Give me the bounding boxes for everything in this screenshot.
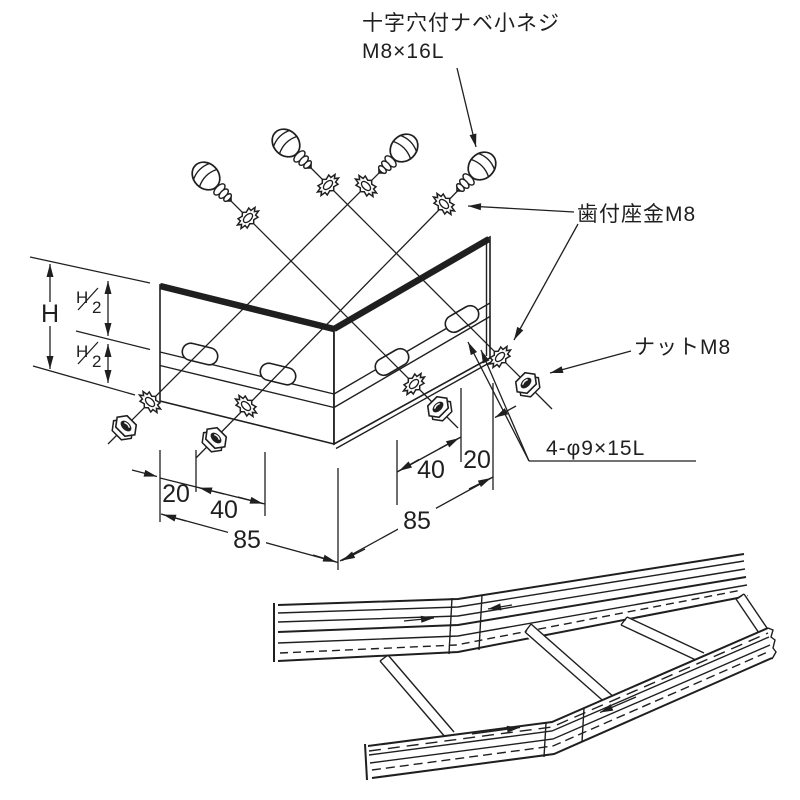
dim-h2-upper-den: 2 — [92, 298, 101, 317]
label-screw-size: M8×16L — [362, 40, 444, 63]
callouts: 十字穴付ナベ小ネジ M8×16L 歯付座金M8 ナットM8 4-φ9×15L — [362, 12, 731, 462]
dim-h: H — [41, 300, 59, 328]
leader-washer-lower — [513, 223, 579, 341]
rung-1 — [379, 654, 455, 739]
dim-h-bg — [38, 302, 62, 326]
arrow-right-40b — [438, 437, 460, 450]
height-dimension-group: H H 2 H 2 — [29, 256, 151, 396]
arrow-right-40a — [398, 458, 420, 472]
label-nut: ナットM8 — [634, 336, 731, 359]
arrow-left-85b — [312, 554, 337, 563]
dim-h2-upper: H 2 — [76, 287, 101, 317]
arrow-right-85a — [341, 548, 366, 562]
arrow-right-85b — [468, 477, 492, 490]
extension-line-mid — [75, 330, 151, 351]
arrow-left-40 — [237, 496, 264, 505]
dim-left-85-bg — [228, 527, 266, 553]
dimension-group-right: 40 20 85 — [339, 383, 517, 562]
plate-right-face — [333, 235, 491, 446]
label-holes: 4-φ9×15L — [546, 437, 645, 460]
dim-right-85: 85 — [403, 507, 431, 535]
dim-right-40: 40 — [417, 456, 445, 484]
ladder-tray — [273, 553, 777, 781]
leader-holes-2 — [480, 349, 530, 462]
rung-2 — [524, 623, 616, 707]
arrow-right-20 — [494, 405, 517, 419]
label-washer: 歯付座金M8 — [577, 203, 696, 226]
arrow-left-20b — [198, 487, 225, 495]
arrow-left-20a — [131, 469, 158, 478]
plate-bend-line-left-2 — [159, 364, 335, 409]
extension-line-bottom — [32, 365, 136, 396]
arrow-left-85a — [162, 513, 187, 522]
axis-line-3 — [107, 147, 405, 445]
rung-4 — [735, 593, 768, 634]
far-side-rail — [273, 553, 749, 662]
dim-left-20: 20 — [162, 480, 190, 508]
dim-h2-upper-num: H — [76, 288, 88, 307]
leader-washer-upper — [467, 203, 575, 213]
dim-h2-lower-den: 2 — [92, 352, 101, 371]
dim-left-85: 85 — [233, 526, 261, 554]
dim-left-40: 40 — [210, 496, 238, 524]
leader-holes-1 — [467, 341, 530, 462]
plate-top-edge-right — [332, 236, 491, 332]
plate-bend-line-right-2 — [333, 315, 491, 409]
rungs — [379, 593, 768, 739]
joint-arrow-far-left — [403, 615, 435, 623]
leader-screw — [456, 67, 477, 148]
near-side-rail — [364, 627, 777, 781]
plate-bottom-thickness — [335, 361, 491, 450]
dim-h2-lower: H 2 — [76, 341, 101, 371]
dim-h2-lower-num: H — [76, 342, 88, 361]
slot-hole-1 — [181, 342, 219, 366]
dim-h2-lower-slash — [77, 341, 99, 365]
dimension-group-left: 20 40 85 — [131, 450, 339, 570]
rung-3 — [620, 616, 705, 662]
dim-right-20: 20 — [463, 446, 491, 474]
dim-right-85-bg — [398, 508, 436, 534]
leader-nut — [549, 350, 632, 374]
joint-arrow-near-left — [471, 725, 521, 735]
corner-plate — [159, 235, 491, 450]
dim-h2-upper-slash — [77, 287, 99, 311]
extension-line-top — [29, 256, 151, 284]
joint-arrow-far-right — [487, 603, 513, 611]
label-screw-name: 十字穴付ナベ小ネジ — [362, 12, 560, 35]
joint-arrow-near-right — [599, 696, 637, 714]
plate-top-edge-left — [159, 282, 335, 333]
